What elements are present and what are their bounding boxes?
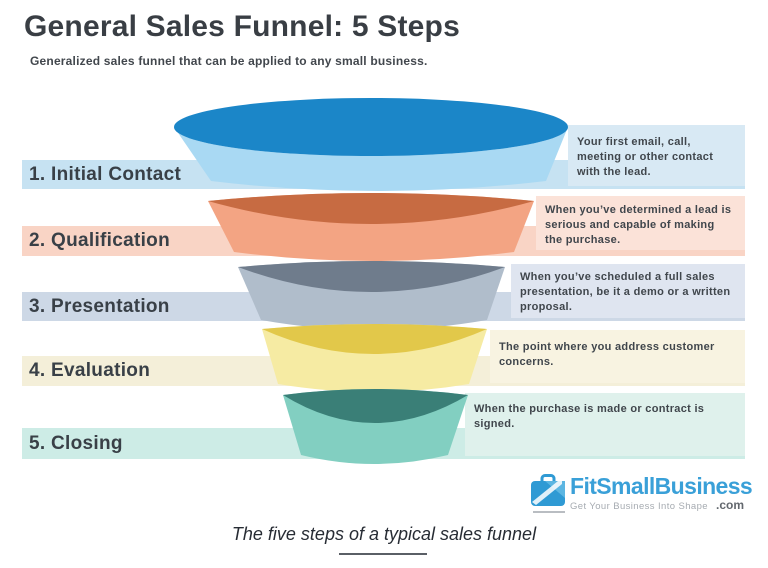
step-description-4: The point where you address customer con… [499, 341, 715, 368]
page-subtitle: Generalized sales funnel that can be app… [30, 54, 428, 68]
step-label-2: 2. Qualification [29, 230, 170, 251]
step-description-3: When you’ve scheduled a full sales prese… [520, 271, 731, 313]
logo-text: FitSmallBusiness Get Your Business Into … [570, 473, 753, 512]
step-label-5: 5. Closing [29, 433, 123, 454]
logo-brand: FitSmallBusiness [570, 473, 753, 499]
step-panel-4: The point where you address customer con… [490, 330, 745, 383]
caption-divider [339, 553, 427, 555]
step-description-5: When the purchase is made or contract is… [474, 403, 705, 430]
logo-tld: .com [715, 498, 744, 512]
caption: The five steps of a typical sales funnel [231, 524, 537, 544]
step-panel-3: When you’ve scheduled a full sales prese… [511, 264, 745, 318]
step-panel-5: When the purchase is made or contract is… [465, 393, 745, 456]
logo-tagline: Get Your Business Into Shape [570, 501, 708, 512]
step-description-2: When you’ve determined a lead is serious… [545, 204, 732, 246]
step-description-1: Your first email, call, meeting or other… [577, 136, 714, 178]
page-title: General Sales Funnel: 5 Steps [24, 10, 460, 43]
step-label-4: 4. Evaluation [29, 360, 151, 381]
logo-subline: Get Your Business Into Shape .com [570, 498, 744, 512]
logo-underline [533, 511, 565, 513]
fitsmallbusiness-logo: FitSmallBusiness Get Your Business Into … [531, 473, 753, 512]
step-panel-1: Your first email, call, meeting or other… [568, 125, 745, 186]
step-label-3: 3. Presentation [29, 296, 170, 317]
step-label-1: 1. Initial Contact [29, 164, 182, 185]
briefcase-icon [531, 474, 565, 506]
step-panel-2: When you’ve determined a lead is serious… [536, 196, 745, 250]
